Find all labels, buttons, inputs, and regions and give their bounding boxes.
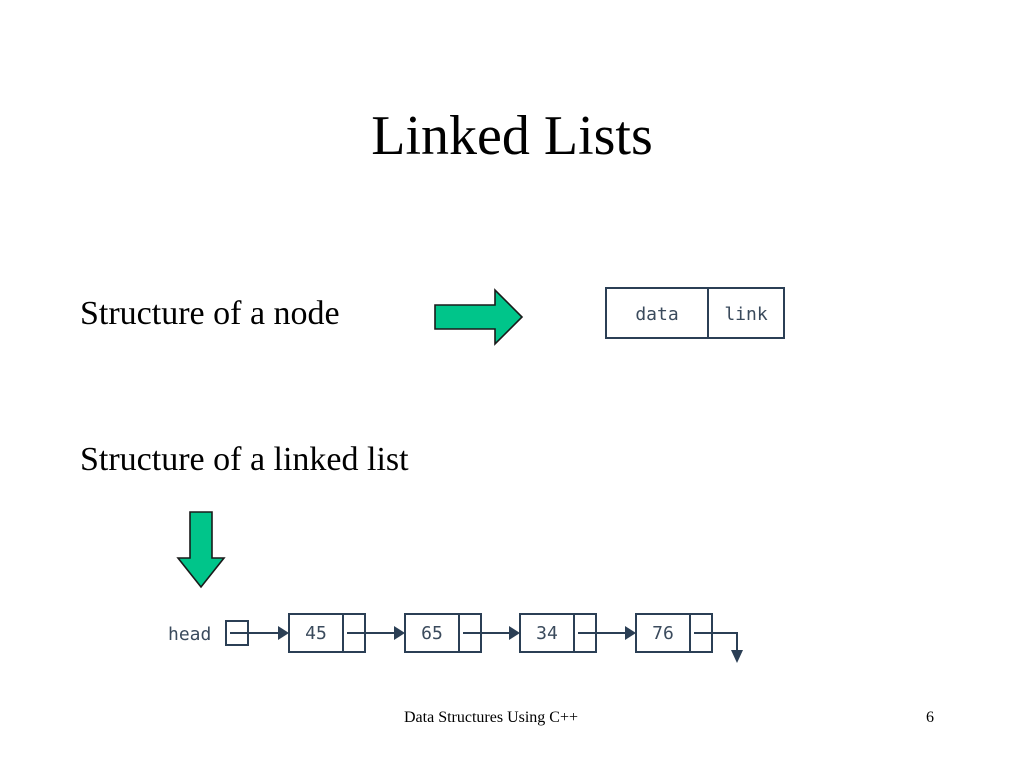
pointer-arrow-icon [625,626,636,640]
node-value: 45 [305,623,327,644]
footer-text: Data Structures Using C++ [404,709,579,726]
node-data-label: data [635,304,678,325]
pointer-arrow-icon [394,626,405,640]
list-node: 65 [404,613,520,653]
list-node: 45 [288,613,405,653]
node-value: 65 [421,623,443,644]
head-label: head [168,624,211,645]
linked-list-diagram: head 45 65 34 76 [168,613,743,663]
down-arrow-icon [176,511,226,589]
node-value: 76 [652,623,674,644]
bullet-node-structure: Structure of a node [80,295,340,332]
node-value: 34 [536,623,558,644]
bullet-list-structure: Structure of a linked list [80,441,409,478]
node-data-field [605,287,709,339]
pointer-arrow-icon [509,626,520,640]
slide-title: Linked Lists [371,105,653,167]
list-node: 76 [635,613,743,663]
list-node: 34 [519,613,636,653]
node-link-field [707,287,785,339]
node-diagram: data link [605,287,785,339]
pointer-arrow-icon [278,626,289,640]
right-arrow-icon [434,288,524,346]
node-link-label: link [724,304,768,325]
null-pointer-icon [731,650,743,663]
page-number: 6 [926,709,934,726]
